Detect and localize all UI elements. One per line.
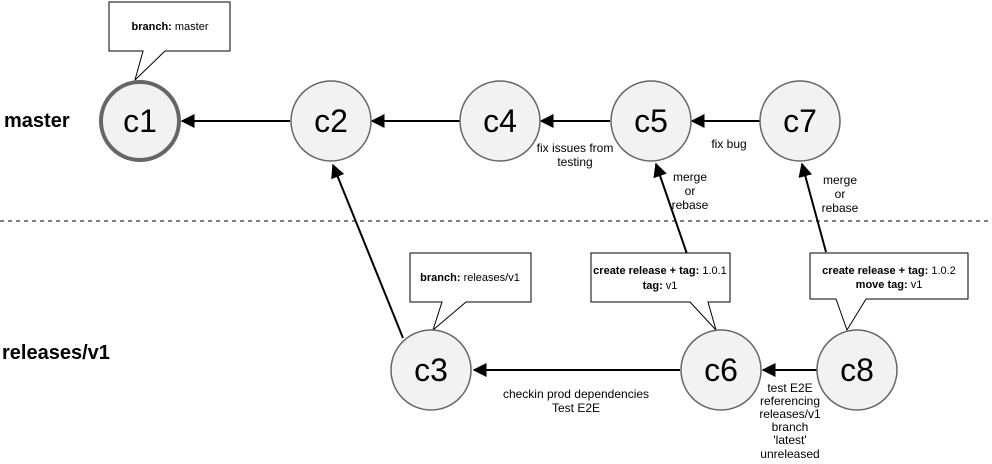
callout-c6-line2-value: v1 xyxy=(663,280,678,292)
callout-c6-line1-key: create release + tag: xyxy=(593,265,699,277)
svg-text:releases/v1: releases/v1 xyxy=(759,407,821,421)
callout-c3: branch: releases/v1 xyxy=(409,252,532,332)
callout-c3-key: branch: xyxy=(420,272,460,284)
callout-c8-line2-key: move tag: xyxy=(856,279,908,291)
svg-text:rebase: rebase xyxy=(822,201,859,215)
node-c8-label: c8 xyxy=(840,352,874,388)
svg-text:fix issues from: fix issues from xyxy=(537,141,614,155)
callout-c1-value: master xyxy=(172,21,209,33)
edge-label-checkin: checkin prod dependencies Test E2E xyxy=(503,387,649,415)
node-c7-label: c7 xyxy=(783,103,817,139)
svg-text:checkin prod dependencies: checkin prod dependencies xyxy=(503,387,649,401)
callout-c1: branch: master xyxy=(108,1,231,82)
edge-label-test-e2e: test E2E referencing releases/v1 branch … xyxy=(759,381,821,461)
callout-c6: create release + tag: 1.0.1 tag: v1 xyxy=(590,252,731,331)
node-c4[interactable]: c4 xyxy=(459,80,541,162)
node-c5-label: c5 xyxy=(634,103,668,139)
node-c3[interactable]: c3 xyxy=(390,329,472,411)
node-c8[interactable]: c8 xyxy=(816,329,898,411)
svg-text:branch: master: branch: master xyxy=(131,21,208,33)
callout-c8-line2-value: v1 xyxy=(908,279,923,291)
svg-text:move tag: v1: move tag: v1 xyxy=(856,279,923,291)
node-c4-label: c4 xyxy=(483,103,517,139)
callout-c6-line2-key: tag: xyxy=(643,280,663,292)
svg-text:or: or xyxy=(685,184,696,198)
svg-text:testing: testing xyxy=(557,155,592,169)
edge-label-fix-issues: fix issues from testing xyxy=(537,141,614,169)
svg-text:merge: merge xyxy=(823,173,857,187)
svg-text:branch: releases/v1: branch: releases/v1 xyxy=(420,272,520,284)
callout-c3-value: releases/v1 xyxy=(461,272,520,284)
svg-text:'latest': 'latest' xyxy=(773,433,806,447)
callout-c8: create release + tag: 1.0.2 move tag: v1 xyxy=(809,252,969,332)
edge-label-fix-bug: fix bug xyxy=(711,137,746,151)
node-c2[interactable]: c2 xyxy=(290,80,372,162)
node-c1[interactable]: c1 xyxy=(99,80,181,162)
svg-text:rebase: rebase xyxy=(672,198,709,212)
callout-c1-key: branch: xyxy=(131,21,171,33)
node-c2-label: c2 xyxy=(314,103,348,139)
svg-text:fix bug: fix bug xyxy=(711,137,746,151)
svg-text:unreleased: unreleased xyxy=(760,447,819,461)
svg-text:or: or xyxy=(835,187,846,201)
edge-label-merge-c6: merge or rebase xyxy=(672,170,709,212)
svg-text:referencing: referencing xyxy=(760,394,820,408)
edge-c8-c7 xyxy=(798,162,827,253)
node-c6-label: c6 xyxy=(704,352,738,388)
svg-text:merge: merge xyxy=(673,170,707,184)
node-c3-label: c3 xyxy=(414,352,448,388)
node-c5[interactable]: c5 xyxy=(610,80,692,162)
callout-c8-line1-key: create release + tag: xyxy=(822,265,928,277)
edge-c6-c5 xyxy=(653,162,688,255)
edge-c3-c2 xyxy=(331,163,404,339)
lane-label-releases: releases/v1 xyxy=(2,342,110,364)
node-c1-label: c1 xyxy=(123,103,157,139)
svg-text:Test E2E: Test E2E xyxy=(552,401,600,415)
node-c6[interactable]: c6 xyxy=(680,329,762,411)
svg-text:tag: v1: tag: v1 xyxy=(643,280,678,292)
svg-text:create release + tag: 1.0.2: create release + tag: 1.0.2 xyxy=(822,265,956,277)
svg-text:create release + tag: 1.0.1: create release + tag: 1.0.1 xyxy=(593,265,727,277)
callout-c6-line1-value: 1.0.1 xyxy=(699,265,727,277)
callout-c8-line1-value: 1.0.2 xyxy=(928,265,956,277)
lane-label-master: master xyxy=(4,110,70,132)
svg-text:branch: branch xyxy=(772,420,809,434)
svg-text:test E2E: test E2E xyxy=(767,381,812,395)
edge-label-merge-c8: merge or rebase xyxy=(822,173,859,215)
node-c7[interactable]: c7 xyxy=(759,80,841,162)
